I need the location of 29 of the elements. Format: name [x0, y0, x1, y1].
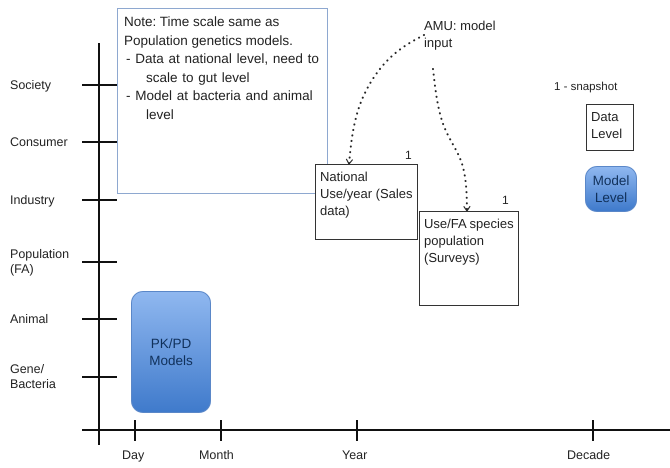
- axis-label: Month: [199, 448, 234, 463]
- count-label: 1: [502, 193, 509, 207]
- bullet-text: - Model at bacteria and animal level: [125, 87, 314, 124]
- model-box: [585, 166, 637, 212]
- dotted-arrow: [346, 34, 425, 165]
- box-text: PK/PD Models: [148, 335, 194, 369]
- axis-label: Decade: [567, 448, 610, 463]
- data-box: [315, 164, 418, 240]
- axis-label: Society: [10, 78, 51, 93]
- axis-label: Industry: [10, 193, 54, 208]
- dotted-arrow: [432, 68, 471, 212]
- count-label: 1: [405, 148, 412, 162]
- data-box: [419, 211, 519, 306]
- axis-label: Consumer: [10, 135, 68, 150]
- box-text: Model Level: [592, 172, 630, 206]
- box-text: Data Level: [591, 108, 624, 142]
- callout-text: AMU: model input: [424, 17, 497, 51]
- box-text: Use/FA species population (Surveys): [424, 215, 514, 266]
- model-box: [131, 291, 211, 413]
- note-text: Note: Time scale same as Population genetics models.: [124, 13, 294, 50]
- axis-label: Animal: [10, 312, 48, 327]
- axis-label: Day: [122, 448, 144, 463]
- data-box: [586, 104, 634, 151]
- axis-label: Population (FA): [10, 247, 70, 277]
- box-text: National Use/year (Sales data): [320, 168, 413, 219]
- legend-note: 1 - snapshot: [554, 80, 618, 95]
- axis-label: Gene/ Bacteria: [10, 362, 57, 392]
- bullet-text: - Data at national level, need to scale to gut level: [125, 50, 320, 87]
- axis-label: Year: [342, 448, 368, 463]
